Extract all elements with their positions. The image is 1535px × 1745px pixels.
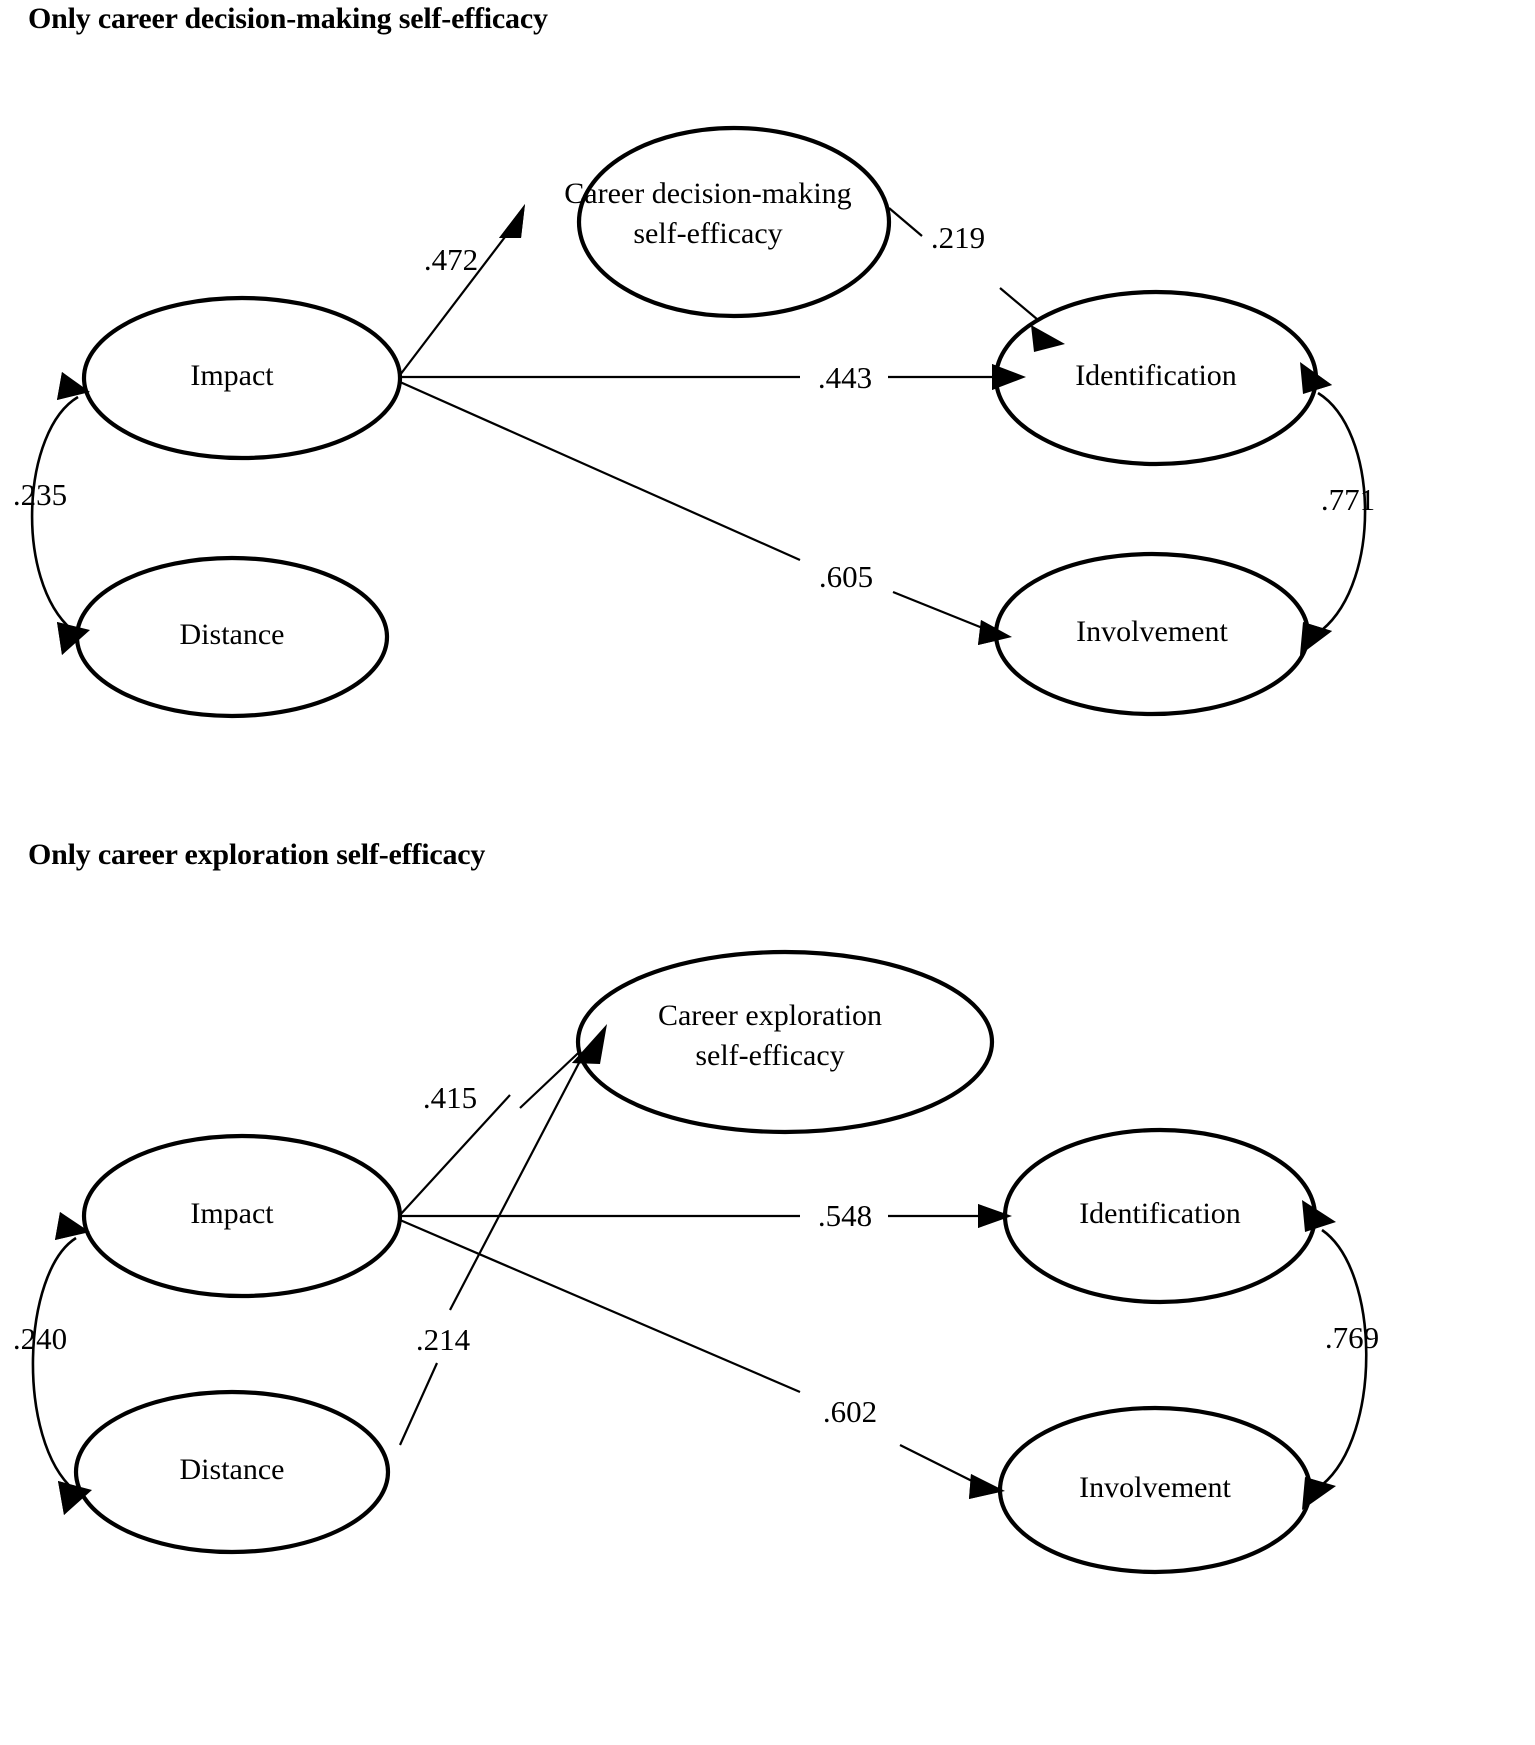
node-involvement-label-2: Involvement [1079,1471,1231,1504]
node-identification-label: Identification [1075,359,1237,392]
panel-career-exploration: Only career exploration self-efficacy .2… [0,820,1535,1745]
coefficient-impact-distance-covariance: .235 [13,477,67,512]
coefficient-impact-to-mediator: .472 [424,242,478,277]
path-impact-to-involvement-segment-2-2 [899,1444,981,1486]
path-impact-to-identification-arrowhead-2-top [978,1204,1012,1228]
coefficient-impact-distance-covariance-2: .240 [13,1321,67,1356]
covariance-identification-arrowhead-2-top [1302,1200,1336,1232]
path-impact-to-mediator-arrowhead-top [499,204,525,238]
covariance-distance-arrowhead-top [57,622,90,655]
covariance-identification-arrowhead-top [1300,362,1332,394]
panel-career-decision-making: Only career decision-making self-efficac… [0,0,1535,820]
panel-2-canvas: .240 .415 .214 .548 .602 [0,820,1535,1745]
node-identification-label-2: Identification [1079,1197,1241,1230]
path-impact-to-mediator-line [399,232,509,376]
path-distance-to-mediator-upper-2 [449,1037,593,1311]
covariance-involvement-arrowhead-2-top [1302,1477,1336,1510]
path-impact-to-involvement-segment-1 [399,380,801,562]
covariance-identification-involvement-curve [1317,391,1367,631]
node-impact-ellipse-2 [81,1133,403,1299]
covariance-impact-distance-curve-2 [31,1236,77,1491]
panel-1-title: Only career decision-making self-efficac… [28,2,548,35]
node-distance-label-2: Distance [180,1453,285,1486]
path-mediator-to-identification-arrowhead-top [1031,325,1065,352]
path-impact-to-involvement-arrowhead-top [978,620,1012,645]
node-distance-label: Distance [180,618,285,651]
node-impact-label: Impact [190,359,274,392]
coefficient-impact-to-identification: .443 [818,360,872,395]
node-impact-ellipse [81,295,403,461]
path-distance-to-mediator-lower-2 [398,1362,439,1446]
covariance-impact-arrowhead-top [57,372,90,400]
path-mediator-to-identification-line-1 [888,207,923,237]
node-mediator-ellipse-2 [575,949,995,1135]
coefficient-impact-to-involvement-2: .602 [823,1394,877,1429]
path-impact-to-involvement-segment-1-2 [399,1218,801,1394]
node-impact-label-2: Impact [190,1197,274,1230]
covariance-impact-arrowhead-2-top [55,1212,90,1240]
panel-1-canvas: .235 .472 .443 .605 .219 [0,0,1535,820]
coefficient-impact-to-involvement: .605 [819,559,873,594]
coefficient-identification-involvement-covariance: .771 [1321,482,1375,517]
covariance-identification-involvement-curve-2 [1321,1228,1368,1486]
path-impact-to-involvement-arrowhead-2-top [969,1474,1005,1499]
panel-2-title: Only career exploration self-efficacy [28,838,486,871]
node-mediator-label-line1-2: Career exploration [658,999,882,1032]
path-to-mediator-arrowhead-2-top [572,1024,607,1064]
coefficient-impact-to-mediator-2: .415 [423,1080,477,1115]
coefficient-impact-to-identification-2: .548 [818,1198,872,1233]
covariance-impact-distance-curve [30,395,79,631]
path-impact-to-mediator-stub-2 [399,1094,511,1216]
node-distance-ellipse-2 [73,1389,391,1555]
path-impact-to-involvement-segment-2 [892,590,991,633]
path-impact-to-identification-arrowhead-top [992,364,1026,390]
node-involvement-label: Involvement [1076,615,1228,648]
node-mediator-label-line2: self-efficacy [633,217,782,250]
covariance-involvement-arrowhead-top [1300,622,1332,655]
covariance-distance-arrowhead-2-top [58,1481,92,1515]
coefficient-identification-involvement-covariance-2: .769 [1325,1320,1379,1355]
coefficient-distance-to-mediator-2: .214 [416,1322,471,1357]
node-mediator-label-line1: Career decision-making [564,177,851,210]
node-mediator-ellipse [576,125,892,319]
node-mediator-label-line2-2: self-efficacy [695,1039,844,1072]
coefficient-mediator-to-identification: .219 [931,220,985,255]
